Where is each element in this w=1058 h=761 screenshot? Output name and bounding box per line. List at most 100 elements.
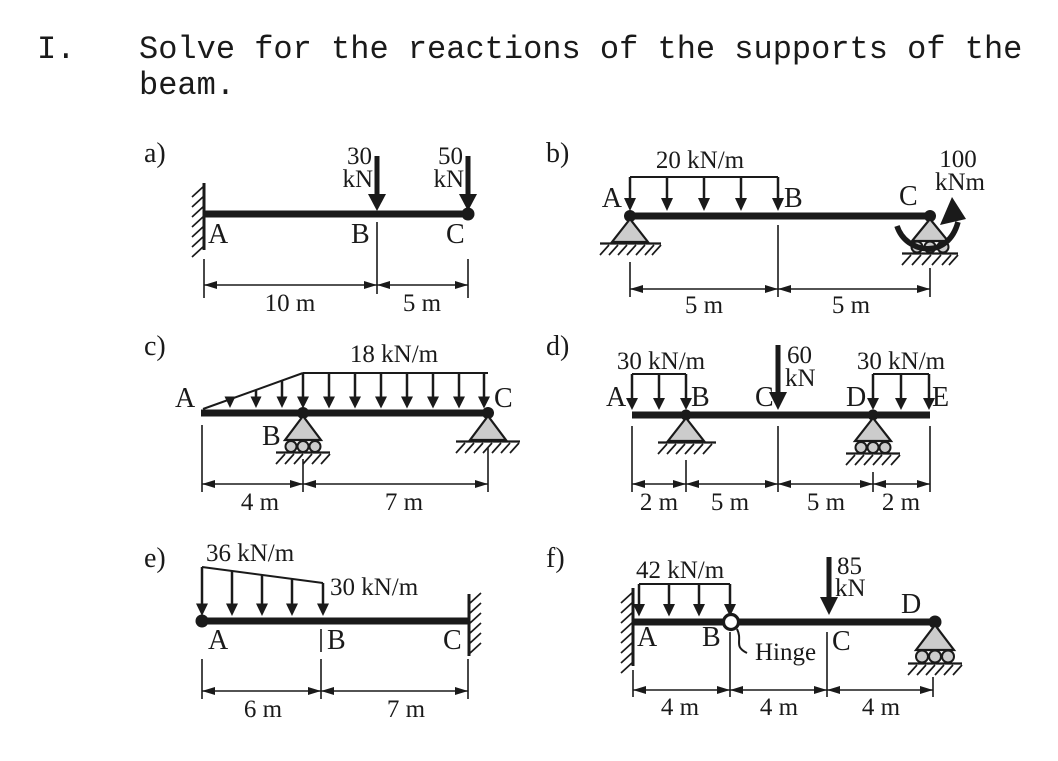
distributed-load: 42 kN/m — [633, 557, 736, 617]
diagram-f: f) 42 kN/m A B Hinge 85 kN C D — [546, 543, 963, 721]
beam-end-dot — [195, 614, 209, 628]
dim-label: 5 m — [711, 489, 750, 516]
load-unit: kN — [433, 166, 464, 193]
problem-numeral: I. — [37, 31, 76, 68]
moment-arrow: 100 kNm — [894, 146, 986, 252]
instruction-line1: Solve for the reactions of the supports … — [139, 31, 1023, 68]
point-label-C: C — [755, 382, 774, 413]
point-load-arrow-B: 30 kN — [342, 143, 386, 211]
point-label-B: B — [351, 219, 370, 250]
diagram-d: d) 30 kN/m A B 60 kN C 30 — [546, 331, 949, 516]
diagram-b: b) 20 kN/m A B C — [546, 138, 986, 319]
dim-label: 4 m — [862, 694, 901, 721]
load-value: 30 — [347, 143, 372, 170]
hinge-label: Hinge — [755, 639, 816, 666]
point-label-C: C — [832, 626, 851, 657]
distributed-load-left: 30 kN/m — [617, 348, 706, 410]
dimension-lines: 4 m 7 m — [201, 425, 489, 516]
diagram-e: e) 36 kN/m 30 kN/m A B C — [144, 540, 482, 723]
dim-label: 4 m — [241, 489, 280, 516]
load-unit: kN — [785, 365, 816, 392]
dim-label: 7 m — [387, 696, 426, 723]
fixed-support-icon — [191, 183, 206, 258]
load-start-label: 36 kN/m — [206, 540, 295, 567]
point-label-D: D — [901, 589, 921, 620]
pin-support-icon — [599, 210, 662, 256]
dim-label: 6 m — [244, 696, 283, 723]
point-label-D: D — [846, 382, 866, 413]
beam-end-dot — [928, 615, 942, 629]
point-label-A: A — [602, 183, 623, 214]
load-end-label: 30 kN/m — [330, 574, 419, 601]
roller-support-icon — [275, 407, 331, 465]
load-value: 50 — [438, 143, 463, 170]
point-label-C: C — [446, 219, 465, 250]
point-label-B: B — [691, 382, 710, 413]
dimension-lines: 4 m 4 m 4 m — [632, 632, 934, 721]
hinge-icon: Hinge — [721, 612, 816, 666]
diagram-b-label: b) — [546, 138, 569, 169]
dim-label: 4 m — [661, 694, 700, 721]
load-unit: kN — [342, 166, 373, 193]
dim-label: 5 m — [685, 292, 724, 319]
moment-unit: kNm — [935, 169, 986, 196]
diagram-d-label: d) — [546, 331, 569, 362]
instruction-line2: beam. — [139, 67, 236, 104]
point-load-arrow-C: 60 kN — [769, 342, 816, 410]
point-label-C: C — [494, 383, 513, 414]
roller-support-icon — [907, 623, 963, 676]
point-label-C: C — [899, 181, 918, 212]
point-load-arrow-C: 85 kN — [820, 553, 866, 615]
dim-label: 4 m — [760, 694, 799, 721]
dim-label: 5 m — [832, 292, 871, 319]
dimension-lines: 5 m 5 m — [629, 225, 931, 319]
diagram-a-label: a) — [144, 138, 166, 169]
diagram-a: a) 30 kN 50 kN A B C — [144, 138, 477, 317]
point-label-C: C — [443, 625, 462, 656]
point-label-B: B — [262, 421, 281, 452]
trapezoidal-distributed-load: 36 kN/m 30 kN/m — [196, 540, 419, 616]
dist-load-label: 30 kN/m — [617, 348, 706, 375]
dim-label: 10 m — [265, 290, 316, 317]
diagram-c-label: c) — [144, 331, 166, 362]
load-value: 85 — [837, 553, 862, 580]
point-label-A: A — [637, 622, 658, 653]
point-label-A: A — [208, 219, 229, 250]
point-label-A: A — [606, 382, 627, 413]
dimension-lines: 10 m 5 m — [203, 222, 469, 317]
point-load-arrow-C: 50 kN — [433, 143, 477, 211]
load-value: 60 — [787, 342, 812, 369]
point-label-B: B — [702, 622, 721, 653]
dist-load-label: 42 kN/m — [636, 557, 725, 584]
roller-support-icon — [901, 210, 959, 266]
point-label-A: A — [208, 625, 229, 656]
fixed-support-icon — [467, 592, 482, 656]
distributed-load: 20 kN/m — [624, 147, 784, 211]
point-label-A: A — [175, 383, 196, 414]
beam-end-dot — [461, 207, 475, 221]
pin-support-icon — [657, 409, 716, 455]
dim-label: 2 m — [640, 489, 679, 516]
dim-label: 2 m — [882, 489, 921, 516]
distributed-load-right: 30 kN/m — [857, 348, 946, 410]
point-label-B: B — [784, 183, 803, 214]
triangular-distributed-load: 18 kN/m — [202, 341, 490, 410]
moment-value: 100 — [939, 146, 977, 173]
dim-label: 5 m — [403, 290, 442, 317]
pin-support-icon — [455, 407, 520, 454]
dist-load-label: 18 kN/m — [350, 341, 439, 368]
dimension-lines: 2 m 5 m 5 m 2 m — [631, 426, 931, 516]
diagram-e-label: e) — [144, 543, 166, 574]
diagram-c: c) 18 kN/m A B — [144, 331, 520, 516]
dim-label: 7 m — [385, 489, 424, 516]
dimension-lines: 6 m 7 m — [201, 659, 469, 723]
dist-load-label: 30 kN/m — [857, 348, 946, 375]
diagram-f-label: f) — [546, 543, 565, 574]
roller-support-icon — [845, 409, 901, 466]
point-label-E: E — [932, 382, 949, 413]
dim-label: 5 m — [807, 489, 846, 516]
fixed-support-icon — [620, 588, 635, 674]
point-label-B: B — [327, 625, 346, 656]
dist-load-label: 20 kN/m — [656, 147, 745, 174]
